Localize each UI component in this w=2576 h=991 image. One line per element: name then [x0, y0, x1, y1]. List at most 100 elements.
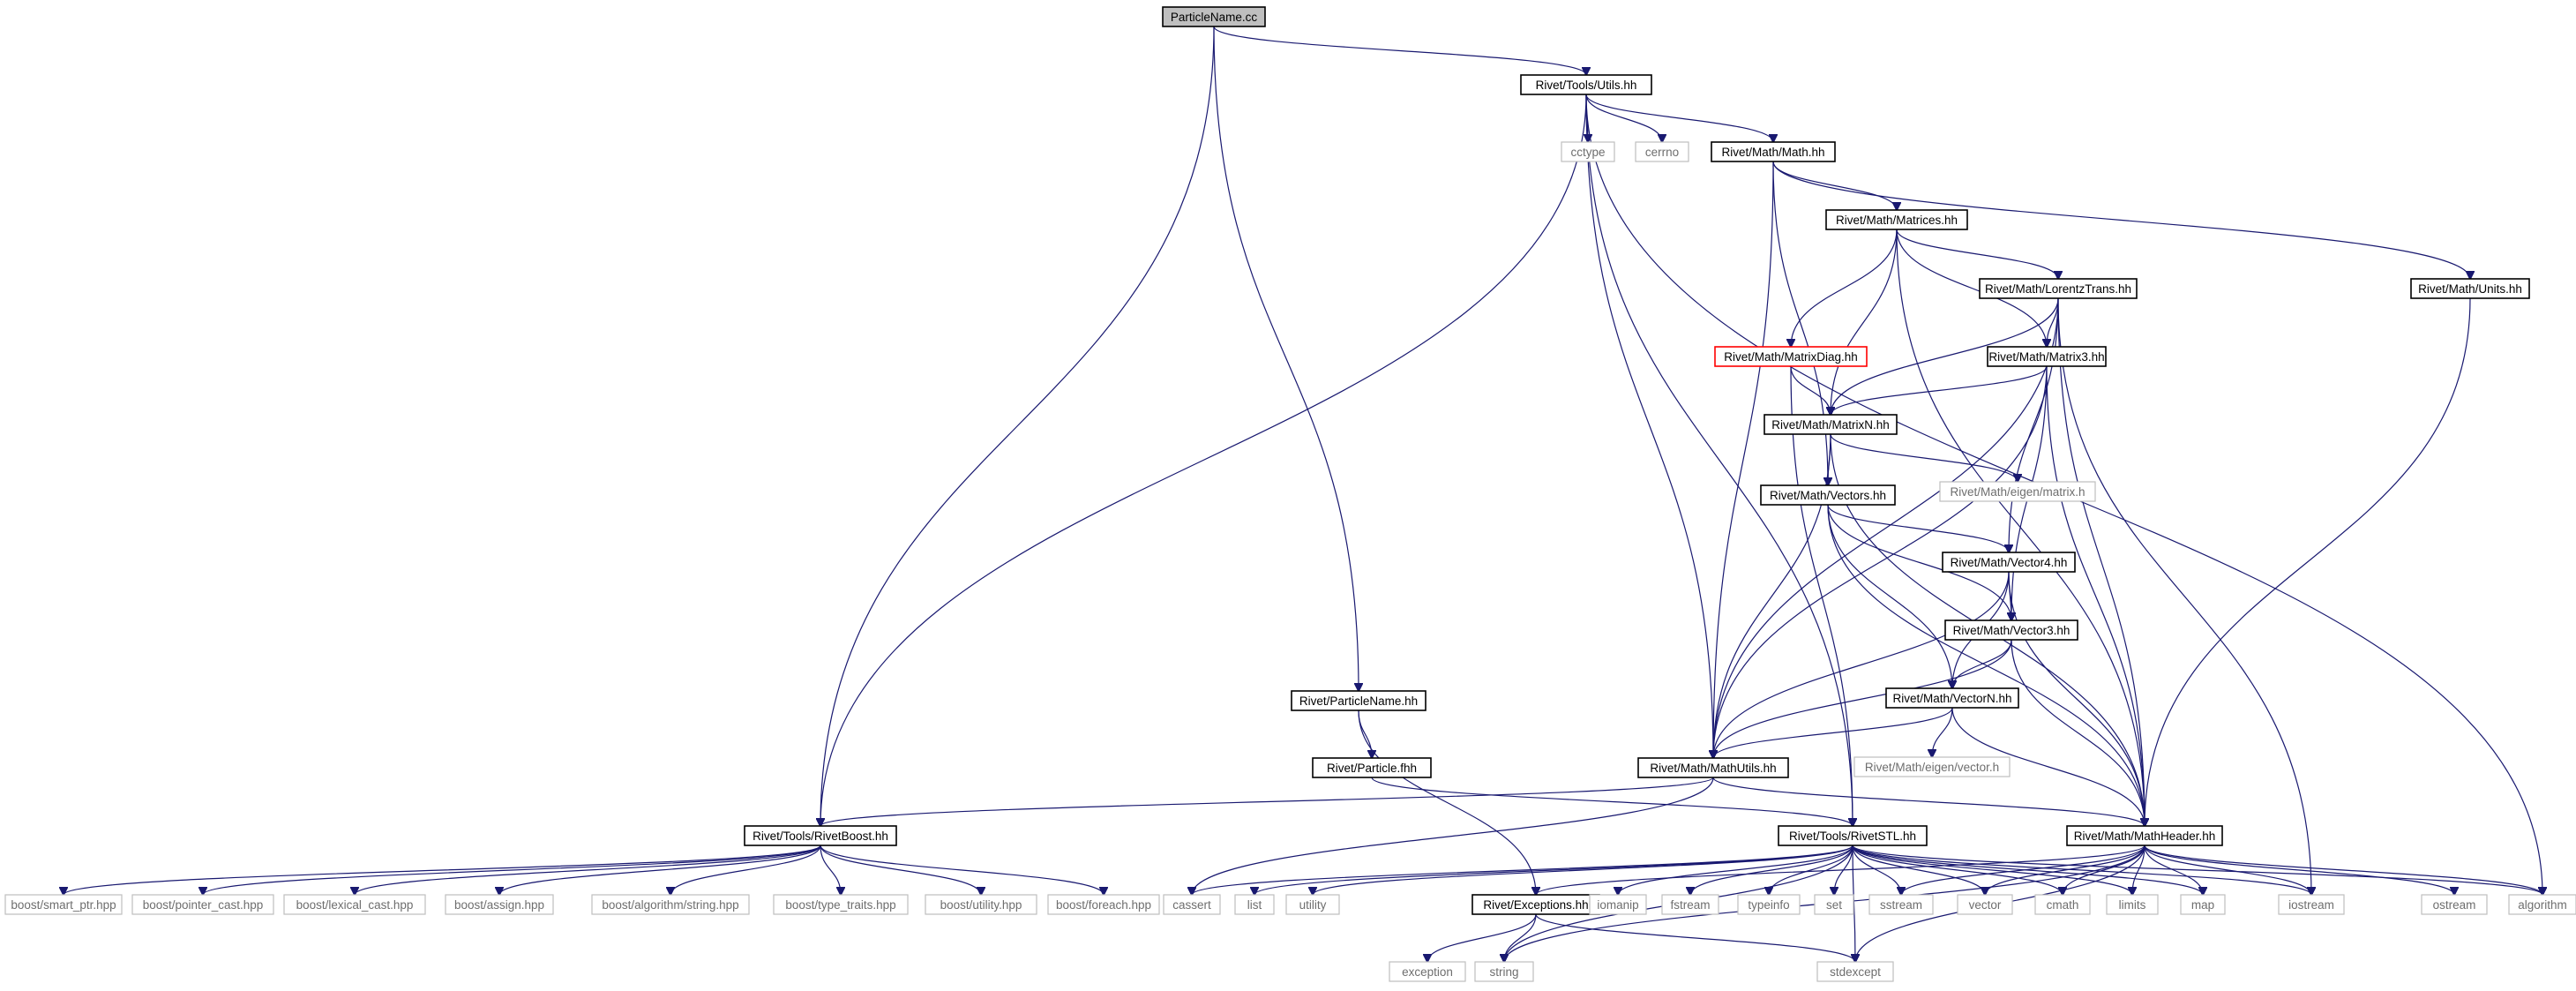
graph-node-n20[interactable]: Rivet/Math/MathUtils.hh: [1637, 757, 1789, 778]
node-box[interactable]: [1814, 894, 1854, 915]
graph-node-b8[interactable]: boost/foreach.hpp: [1047, 894, 1160, 915]
node-box[interactable]: [2180, 894, 2226, 915]
node-box[interactable]: [1764, 414, 1898, 435]
node-box[interactable]: [1816, 961, 1894, 982]
node-box[interactable]: [744, 825, 897, 846]
node-box[interactable]: [1637, 757, 1789, 778]
graph-node-s4[interactable]: iomanip: [1589, 894, 1647, 915]
node-box[interactable]: [1737, 894, 1801, 915]
node-box[interactable]: [445, 894, 554, 915]
node-box[interactable]: [1885, 687, 2019, 709]
graph-node-n5[interactable]: cerrno: [1635, 141, 1689, 162]
graph-node-s13[interactable]: iostream: [2278, 894, 2345, 915]
edge-n22-s1: [1192, 845, 1853, 895]
graph-node-n8[interactable]: Rivet/Math/LorentzTrans.hh: [1979, 278, 2138, 299]
graph-node-b3[interactable]: boost/lexical_cast.hpp: [283, 894, 426, 915]
node-box[interactable]: [1711, 141, 1836, 162]
node-box[interactable]: [2508, 894, 2576, 915]
graph-node-s10[interactable]: cmath: [2034, 894, 2091, 915]
node-box[interactable]: [2421, 894, 2488, 915]
node-box[interactable]: [1163, 894, 1221, 915]
node-box[interactable]: [1635, 141, 1689, 162]
node-box[interactable]: [925, 894, 1037, 915]
graph-node-n22[interactable]: Rivet/Tools/RivetSTL.hh: [1778, 825, 1928, 846]
graph-node-n1[interactable]: Rivet/Tools/Utils.hh: [1520, 74, 1652, 95]
node-box[interactable]: [1589, 894, 1647, 915]
graph-node-n14[interactable]: Rivet/Math/Vectors.hh: [1760, 484, 1896, 506]
node-box[interactable]: [1520, 74, 1652, 95]
node-box[interactable]: [1474, 961, 1534, 982]
node-box[interactable]: [1561, 141, 1615, 162]
graph-node-s11[interactable]: limits: [2106, 894, 2159, 915]
node-box[interactable]: [1162, 6, 1266, 27]
graph-node-s14[interactable]: ostream: [2421, 894, 2488, 915]
node-box[interactable]: [591, 894, 750, 915]
graph-node-n18[interactable]: Rivet/Math/eigen/vector.h: [1853, 756, 2011, 777]
graph-node-n3[interactable]: Rivet/Tools/RivetBoost.hh: [744, 825, 897, 846]
node-box[interactable]: [1853, 756, 2011, 777]
node-box[interactable]: [2410, 278, 2530, 299]
graph-node-n21[interactable]: Rivet/Math/MathHeader.hh: [2066, 825, 2223, 846]
graph-node-s1[interactable]: cassert: [1163, 894, 1221, 915]
graph-node-n10[interactable]: Rivet/Math/MatrixDiag.hh: [1714, 346, 1868, 367]
node-box[interactable]: [1661, 894, 1719, 915]
graph-node-s8[interactable]: sstream: [1868, 894, 1934, 915]
graph-node-n6[interactable]: Rivet/Math/Math.hh: [1711, 141, 1836, 162]
graph-node-n23[interactable]: Rivet/Exceptions.hh: [1471, 894, 1600, 915]
node-box[interactable]: [1778, 825, 1928, 846]
node-box[interactable]: [2278, 894, 2345, 915]
node-box[interactable]: [2034, 894, 2091, 915]
node-box[interactable]: [283, 894, 426, 915]
graph-node-s2[interactable]: list: [1234, 894, 1275, 915]
node-box[interactable]: [1389, 961, 1466, 982]
node-box[interactable]: [1942, 552, 2076, 573]
graph-node-b2[interactable]: boost/pointer_cast.hpp: [131, 894, 274, 915]
graph-node-x1[interactable]: exception: [1389, 961, 1466, 982]
node-box[interactable]: [1291, 690, 1427, 711]
node-box[interactable]: [1939, 481, 2096, 502]
node-box[interactable]: [1987, 346, 2107, 367]
graph-node-s5[interactable]: fstream: [1661, 894, 1719, 915]
graph-node-b1[interactable]: boost/smart_ptr.hpp: [4, 894, 123, 915]
graph-node-n17[interactable]: Rivet/Math/VectorN.hh: [1885, 687, 2019, 709]
graph-node-b5[interactable]: boost/algorithm/string.hpp: [591, 894, 750, 915]
node-box[interactable]: [1714, 346, 1868, 367]
graph-node-b4[interactable]: boost/assign.hpp: [445, 894, 554, 915]
graph-node-n19[interactable]: Rivet/Particle.fhh: [1312, 757, 1432, 778]
graph-node-n2[interactable]: Rivet/ParticleName.hh: [1291, 690, 1427, 711]
graph-node-s3[interactable]: utility: [1285, 894, 1340, 915]
node-box[interactable]: [2066, 825, 2223, 846]
graph-node-n7[interactable]: Rivet/Math/Matrices.hh: [1825, 209, 1968, 230]
node-box[interactable]: [1285, 894, 1340, 915]
node-box[interactable]: [1944, 619, 2078, 641]
graph-node-s6[interactable]: typeinfo: [1737, 894, 1801, 915]
node-box[interactable]: [1868, 894, 1934, 915]
graph-node-n15[interactable]: Rivet/Math/Vector4.hh: [1942, 552, 2076, 573]
graph-node-n0[interactable]: ParticleName.cc: [1162, 6, 1266, 27]
graph-node-n13[interactable]: Rivet/Math/eigen/matrix.h: [1939, 481, 2096, 502]
node-box[interactable]: [1234, 894, 1275, 915]
graph-node-s7[interactable]: set: [1814, 894, 1854, 915]
graph-node-b6[interactable]: boost/type_traits.hpp: [773, 894, 909, 915]
graph-node-s9[interactable]: vector: [1957, 894, 2013, 915]
node-box[interactable]: [1760, 484, 1896, 506]
graph-node-n12[interactable]: Rivet/Math/MatrixN.hh: [1764, 414, 1898, 435]
graph-node-n16[interactable]: Rivet/Math/Vector3.hh: [1944, 619, 2078, 641]
node-box[interactable]: [773, 894, 909, 915]
node-box[interactable]: [1312, 757, 1432, 778]
node-box[interactable]: [1825, 209, 1968, 230]
graph-node-s12[interactable]: map: [2180, 894, 2226, 915]
graph-node-s15[interactable]: algorithm: [2508, 894, 2576, 915]
graph-node-n9[interactable]: Rivet/Math/Units.hh: [2410, 278, 2530, 299]
graph-node-n11[interactable]: Rivet/Math/Matrix3.hh: [1987, 346, 2107, 367]
graph-node-n4[interactable]: cctype: [1561, 141, 1615, 162]
node-box[interactable]: [1979, 278, 2138, 299]
graph-node-b7[interactable]: boost/utility.hpp: [925, 894, 1037, 915]
node-box[interactable]: [2106, 894, 2159, 915]
node-box[interactable]: [4, 894, 123, 915]
graph-node-x3[interactable]: stdexcept: [1816, 961, 1894, 982]
node-box[interactable]: [1047, 894, 1160, 915]
node-box[interactable]: [131, 894, 274, 915]
node-box[interactable]: [1957, 894, 2013, 915]
graph-node-x2[interactable]: string: [1474, 961, 1534, 982]
